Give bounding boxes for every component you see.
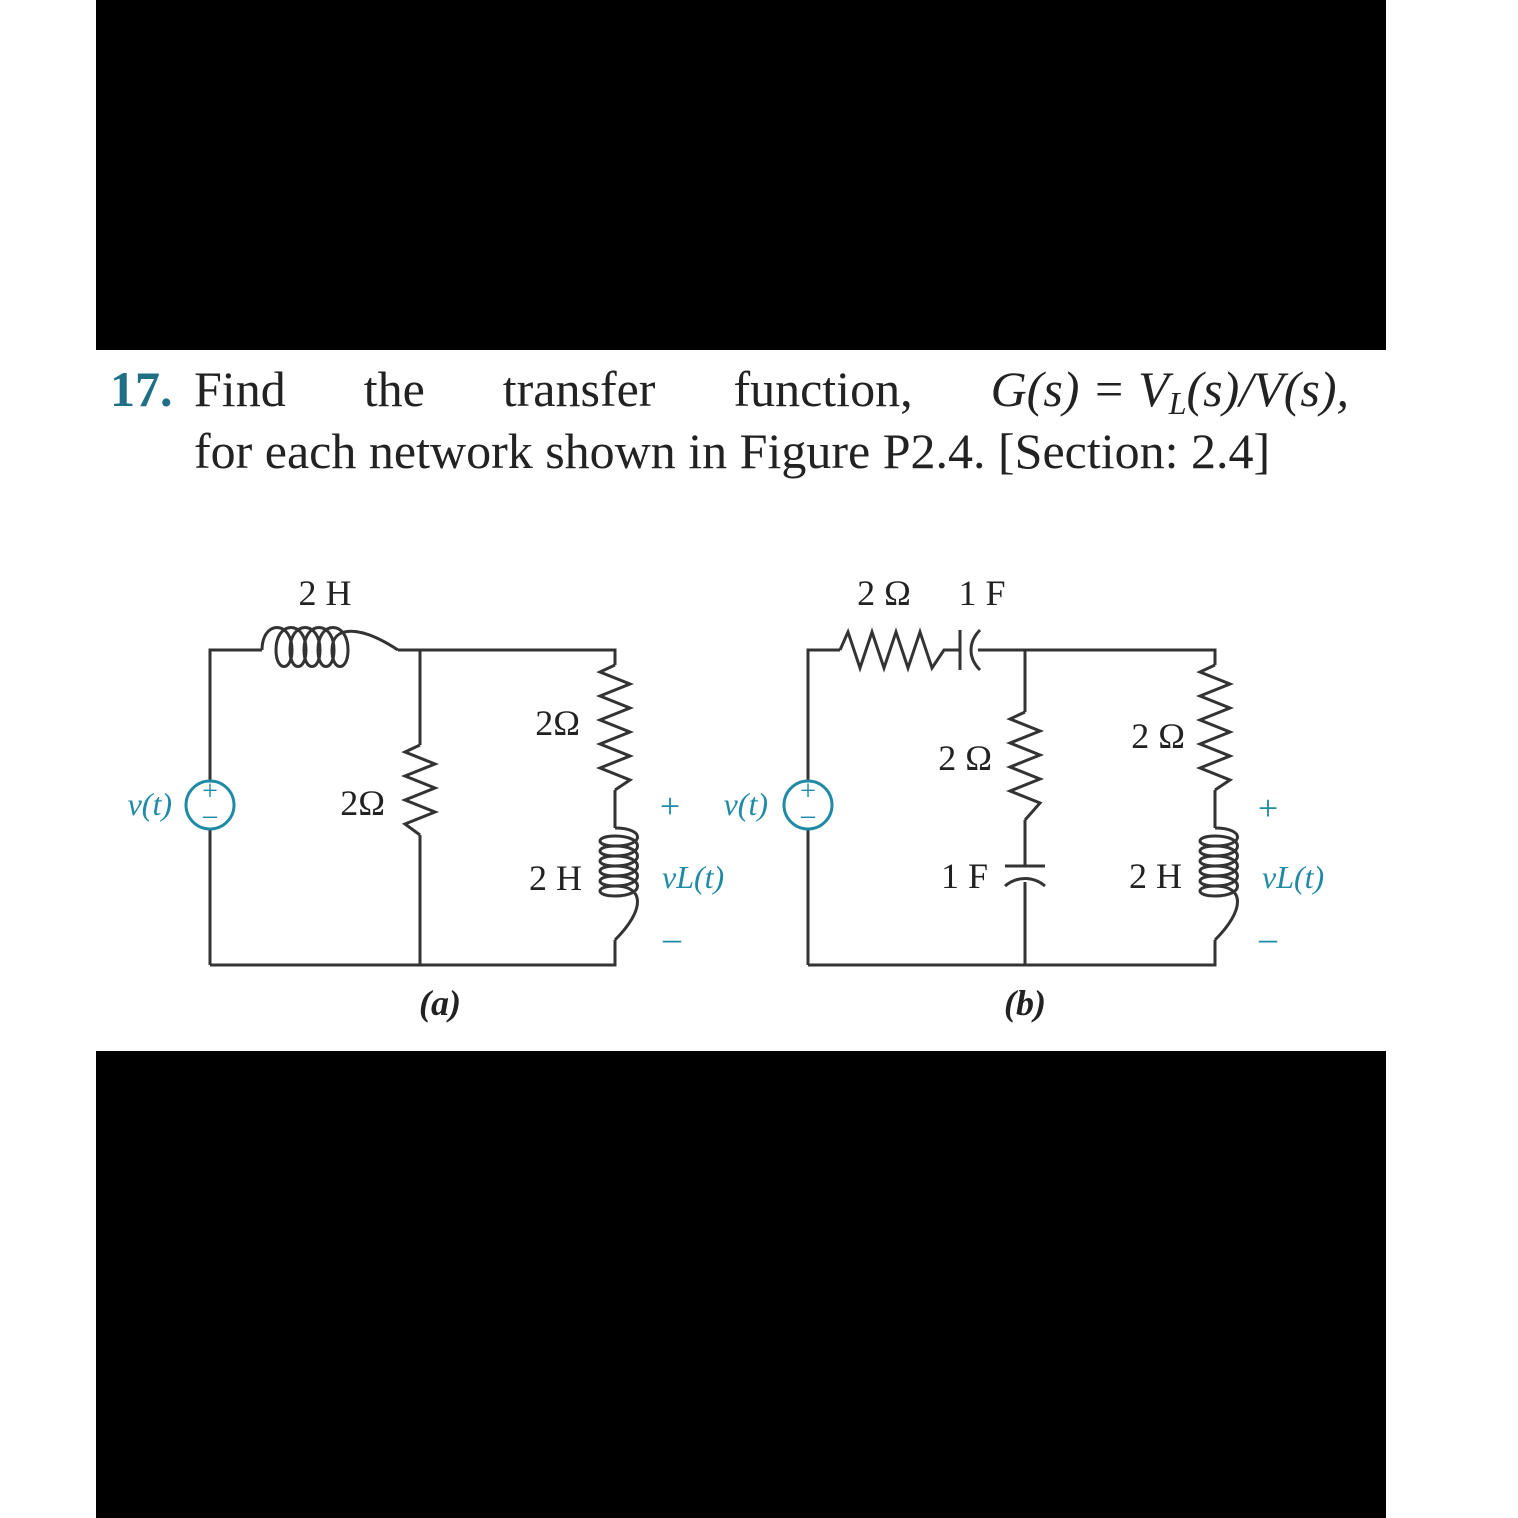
resistor-b-shunt [1005,710,1045,821]
voltage-source-b [782,779,834,831]
resistor-b-series [838,627,960,673]
label-a-output: vL(t) [662,859,724,895]
wire-a-top [398,648,617,665]
label-b-branch-inductor: 2 H [1129,856,1182,896]
label-b-shunt-capacitor: 1 F [941,856,988,896]
label-b-output: vL(t) [1262,859,1324,895]
voltage-source-a [184,779,236,831]
resistor-a-shunt [400,743,440,837]
inductor-b-branch [1198,826,1239,942]
label-b-source: v(t) [724,786,768,822]
inductor-a-branch [598,826,639,942]
problem-line-2: for each network shown in Figure P2.4. [… [194,423,1271,479]
top-redaction-block [96,0,1386,350]
problem-number: 17. [110,361,173,417]
label-b-output-minus: – [1258,918,1278,958]
word-function: function, [733,361,913,417]
source-a-minus: – [202,800,218,831]
wire-b-top [978,648,1217,665]
word-transfer: transfer [502,361,656,417]
source-b-plus: + [800,776,816,807]
label-a-series-inductor: 2 H [299,573,352,613]
caption-b: (b) [1004,983,1046,1023]
label-b-series-resistor: 2 Ω [857,573,911,613]
word-find: Find [194,361,286,417]
label-a-output-minus: – [662,918,682,958]
label-a-branch-inductor: 2 H [529,858,582,898]
word-the: the [363,361,425,417]
resistor-a-branch [595,663,635,792]
resistor-b-branch [1195,663,1235,792]
caption-a: (a) [419,983,461,1023]
wire-a-bottom [210,940,617,967]
capacitor-b-series-plate-2 [969,628,982,672]
label-a-shunt-resistor: 2Ω [340,783,385,823]
circuit-b: + – v(t) 2 Ω 1 F 2 Ω 1 F 2 Ω 2 H + vL(t)… [724,573,1325,1023]
label-a-source: v(t) [128,786,172,822]
label-a-output-plus: + [660,786,680,826]
label-a-branch-resistor: 2Ω [535,703,580,743]
label-b-series-capacitor: 1 F [958,573,1005,613]
bottom-redaction-block [96,1051,1386,1518]
wire-a-left [208,648,262,965]
source-b-minus: – [800,800,816,831]
problem-line-1: Find the transfer function, G(s) = VL(s)… [194,358,1349,434]
source-a-plus: + [202,776,218,807]
label-b-shunt-resistor: 2 Ω [938,738,992,778]
wire-b-left [806,648,840,965]
label-b-branch-resistor: 2 Ω [1131,716,1185,756]
wire-b-bottom [808,940,1217,967]
inductor-a-series [260,626,399,668]
circuit-a: + – v(t) 2 H 2Ω 2Ω 2 H + vL(t) – (a) [128,573,725,1023]
transfer-function-formula: G(s) = VL(s)/V(s), [990,361,1349,421]
label-b-output-plus: + [1258,788,1278,828]
capacitor-b-shunt-plate-2 [1004,877,1046,888]
